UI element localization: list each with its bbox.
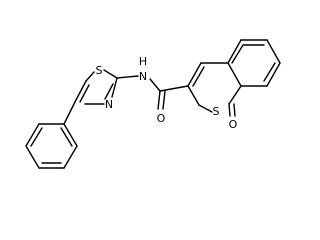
atom-s-thiazole: S (96, 64, 103, 77)
atom-o-ketone: O (229, 118, 238, 131)
benzo-ring (227, 39, 281, 87)
phenyl-ring (25, 123, 78, 169)
thiazole-amide-bond (116, 75, 139, 79)
atom-o-amide: O (157, 112, 166, 125)
structure-canvas: S N H N O S O (25, 39, 281, 169)
atom-h-amide: H (139, 55, 147, 68)
amide-bond (149, 78, 161, 92)
thiopyranone-ring (187, 62, 242, 113)
molecule-drawing: S N H N O S O (25, 39, 281, 169)
phenyl-thiazole-bond (63, 99, 77, 125)
carbonyl-ring-bond (159, 85, 189, 92)
thiazole-ring (75, 69, 118, 105)
atom-n-amide: N (139, 70, 147, 83)
ketone-bond (228, 103, 236, 117)
carbonyl-bond (157, 90, 166, 110)
atom-n-thiazole: N (105, 98, 113, 111)
atom-s-ring: S (213, 105, 220, 118)
